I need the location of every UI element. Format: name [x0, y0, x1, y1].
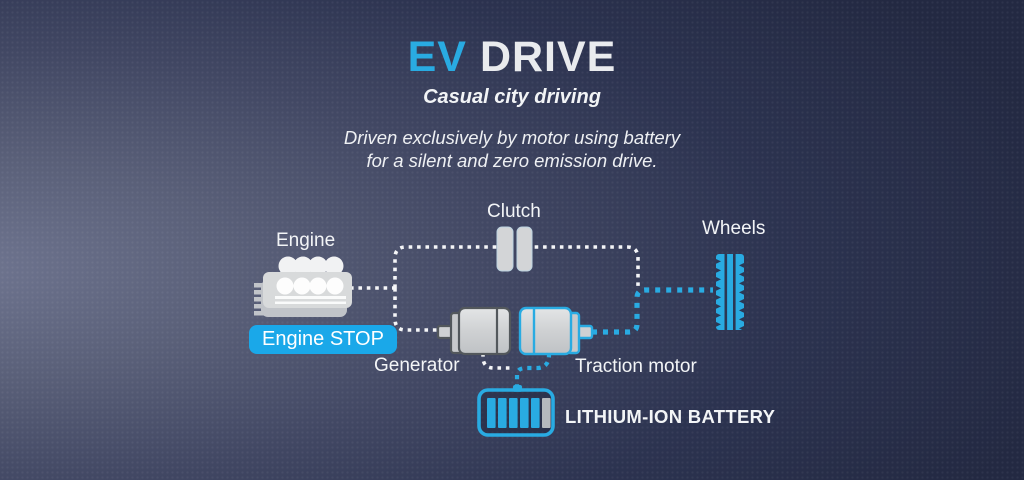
wheels-label: Wheels: [702, 218, 766, 239]
battery-label: LITHIUM-ION BATTERY: [565, 406, 776, 427]
engine-stop-badge: Engine STOP: [249, 325, 397, 354]
clutch-label: Clutch: [487, 201, 541, 222]
inactive-path-engine-clutch: [350, 245, 640, 370]
description-line-1: Driven exclusively by motor using batter…: [343, 127, 681, 148]
generator-label: Generator: [374, 355, 460, 376]
generator-motor-icon: [436, 306, 512, 356]
traction-motor-icon: [518, 306, 594, 356]
engine-icon: [254, 256, 352, 317]
description: Driven exclusively by motor using batter…: [0, 126, 1024, 172]
header: EV DRIVE Casual city driving: [0, 36, 1024, 109]
description-line-2: for a silent and zero emission drive.: [366, 150, 658, 171]
battery-icon: [477, 385, 555, 437]
engine-label: Engine: [276, 230, 336, 251]
traction-motor-label: Traction motor: [575, 356, 697, 377]
title-rest: DRIVE: [479, 33, 617, 81]
page-title: EV DRIVE: [0, 36, 1024, 79]
clutch-icon: [496, 226, 533, 272]
active-path-battery-motor-wheels: [514, 287, 713, 388]
subtitle: Casual city driving: [423, 86, 601, 108]
title-accent: EV: [407, 33, 467, 81]
wheel-icon: [716, 254, 744, 331]
